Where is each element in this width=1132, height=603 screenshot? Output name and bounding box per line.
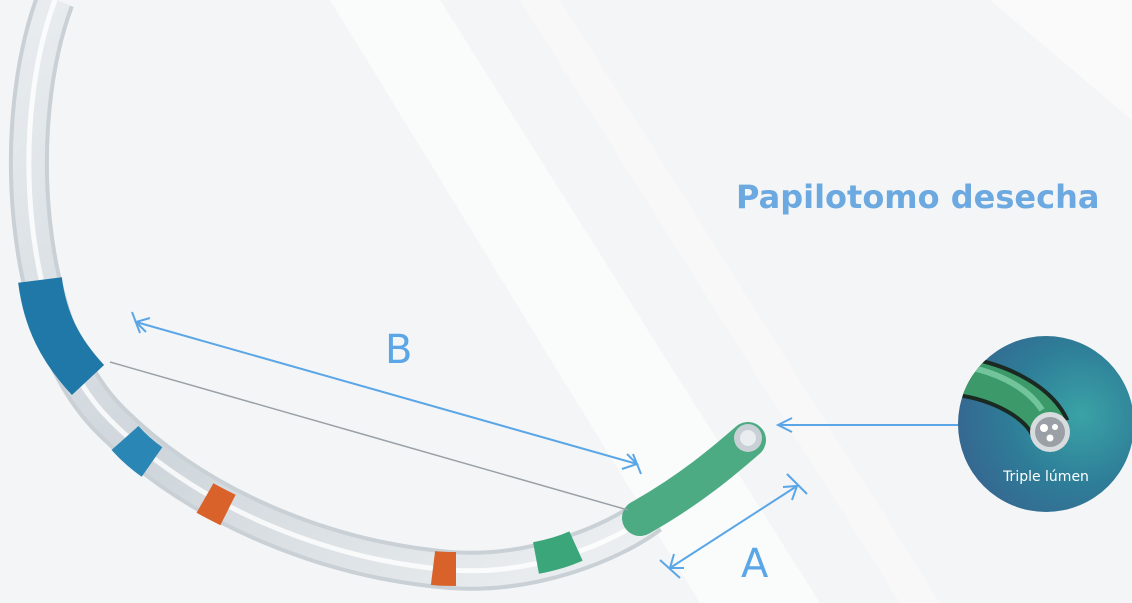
page-title: Papilotomo desecha [736, 178, 1100, 216]
orange-band-1 [196, 483, 236, 526]
orange-band-2 [430, 551, 457, 586]
dimension-label-b: B [385, 327, 413, 373]
cutting-wire [109, 361, 629, 511]
dimension-arrow-b [131, 311, 642, 475]
green-tip [622, 422, 766, 536]
small-blue-band [111, 425, 163, 477]
green-band [532, 531, 583, 574]
catheter-tube [8, 0, 662, 591]
sheath-blue-band [18, 276, 105, 396]
pointer-arrow [775, 417, 958, 433]
inset-caption: Triple lúmen [1003, 469, 1089, 485]
triple-lumen-inset [958, 336, 1132, 512]
dimension-arrow-a [659, 473, 808, 579]
dimension-label-a: A [741, 541, 769, 587]
triple-lumen-tip-image [958, 355, 1070, 452]
